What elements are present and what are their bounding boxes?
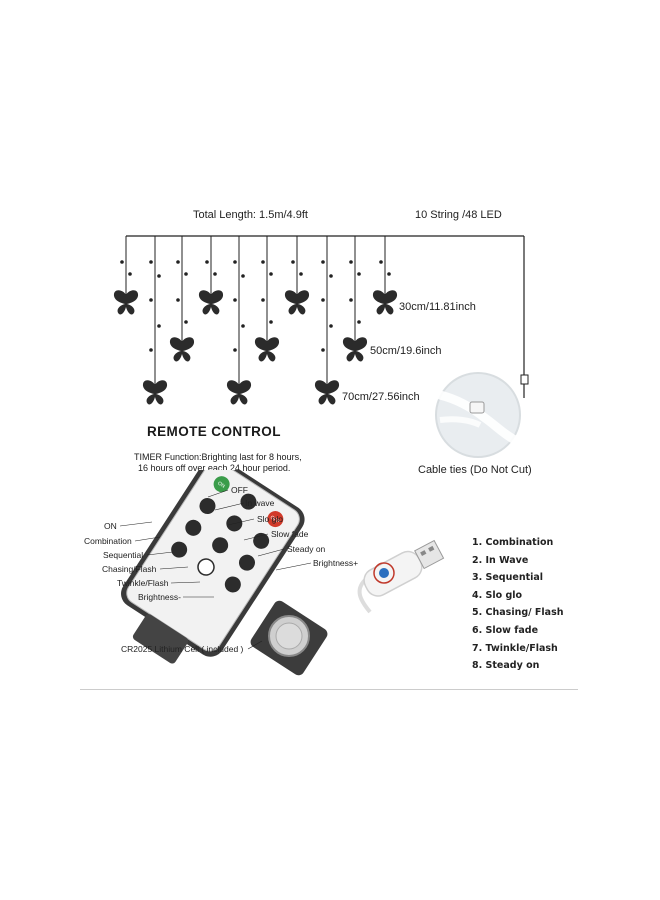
length-30cm-label: 30cm/11.81inch bbox=[399, 301, 476, 313]
mode-list: 1. Combination 2. In Wave 3. Sequential … bbox=[472, 534, 564, 675]
label-steady-on: Steady on bbox=[287, 544, 326, 554]
timer-info-line-1: TIMER Function:Brighting last for 8 hour… bbox=[134, 452, 302, 462]
bottom-divider bbox=[80, 689, 578, 690]
label-slo-glo: Slo glo bbox=[257, 514, 283, 524]
svg-text:OFF: OFF bbox=[269, 515, 281, 525]
label-slow-fade: Slow fade bbox=[271, 529, 309, 539]
label-brightness-up: Brightness+ bbox=[313, 558, 359, 568]
cable-ties-label: Cable ties (Do Not Cut) bbox=[418, 464, 532, 476]
svg-text:ON: ON bbox=[216, 480, 226, 489]
label-twinkle-flash: Twinkle/Flash bbox=[117, 578, 169, 588]
usb-controller-image bbox=[357, 539, 445, 614]
label-brightness-down: Brightness- bbox=[138, 592, 181, 602]
length-50cm-label: 50cm/19.6inch bbox=[370, 345, 442, 357]
label-off: OFF bbox=[231, 485, 248, 495]
string-info-label: 10 String /48 LED bbox=[415, 209, 502, 221]
length-70cm-label: 70cm/27.56inch bbox=[342, 391, 420, 403]
mode-item: 7. Twinkle/Flash bbox=[472, 642, 558, 654]
label-sequential: Sequential bbox=[103, 550, 144, 560]
mode-item: 6. Slow fade bbox=[472, 624, 539, 636]
mode-item: 5. Chasing/ Flash bbox=[472, 607, 564, 619]
total-length-label: Total Length: 1.5m/4.9ft bbox=[193, 209, 308, 221]
mode-item: 3. Sequential bbox=[472, 572, 544, 584]
light-string-diagram bbox=[113, 235, 529, 458]
mode-item: 1. Combination bbox=[472, 537, 554, 548]
remote-control-image: ON OFF bbox=[119, 470, 328, 676]
mode-item: 2. In Wave bbox=[472, 554, 529, 566]
label-chasing-flash: Chasing/Flash bbox=[102, 564, 157, 574]
mode-item: 4. Slo glo bbox=[472, 589, 523, 601]
timer-info-line-2: 16 hours off over each 24 hour period. bbox=[138, 463, 291, 473]
label-on: ON bbox=[104, 521, 117, 531]
remote-control-heading: REMOTE CONTROL bbox=[147, 424, 281, 439]
mode-item: 8. Steady on bbox=[472, 660, 540, 672]
label-in-wave: In wave bbox=[245, 498, 275, 508]
label-combination: Combination bbox=[84, 536, 132, 546]
label-battery: CR2025 Lithium Cell ( included ) bbox=[121, 644, 244, 654]
